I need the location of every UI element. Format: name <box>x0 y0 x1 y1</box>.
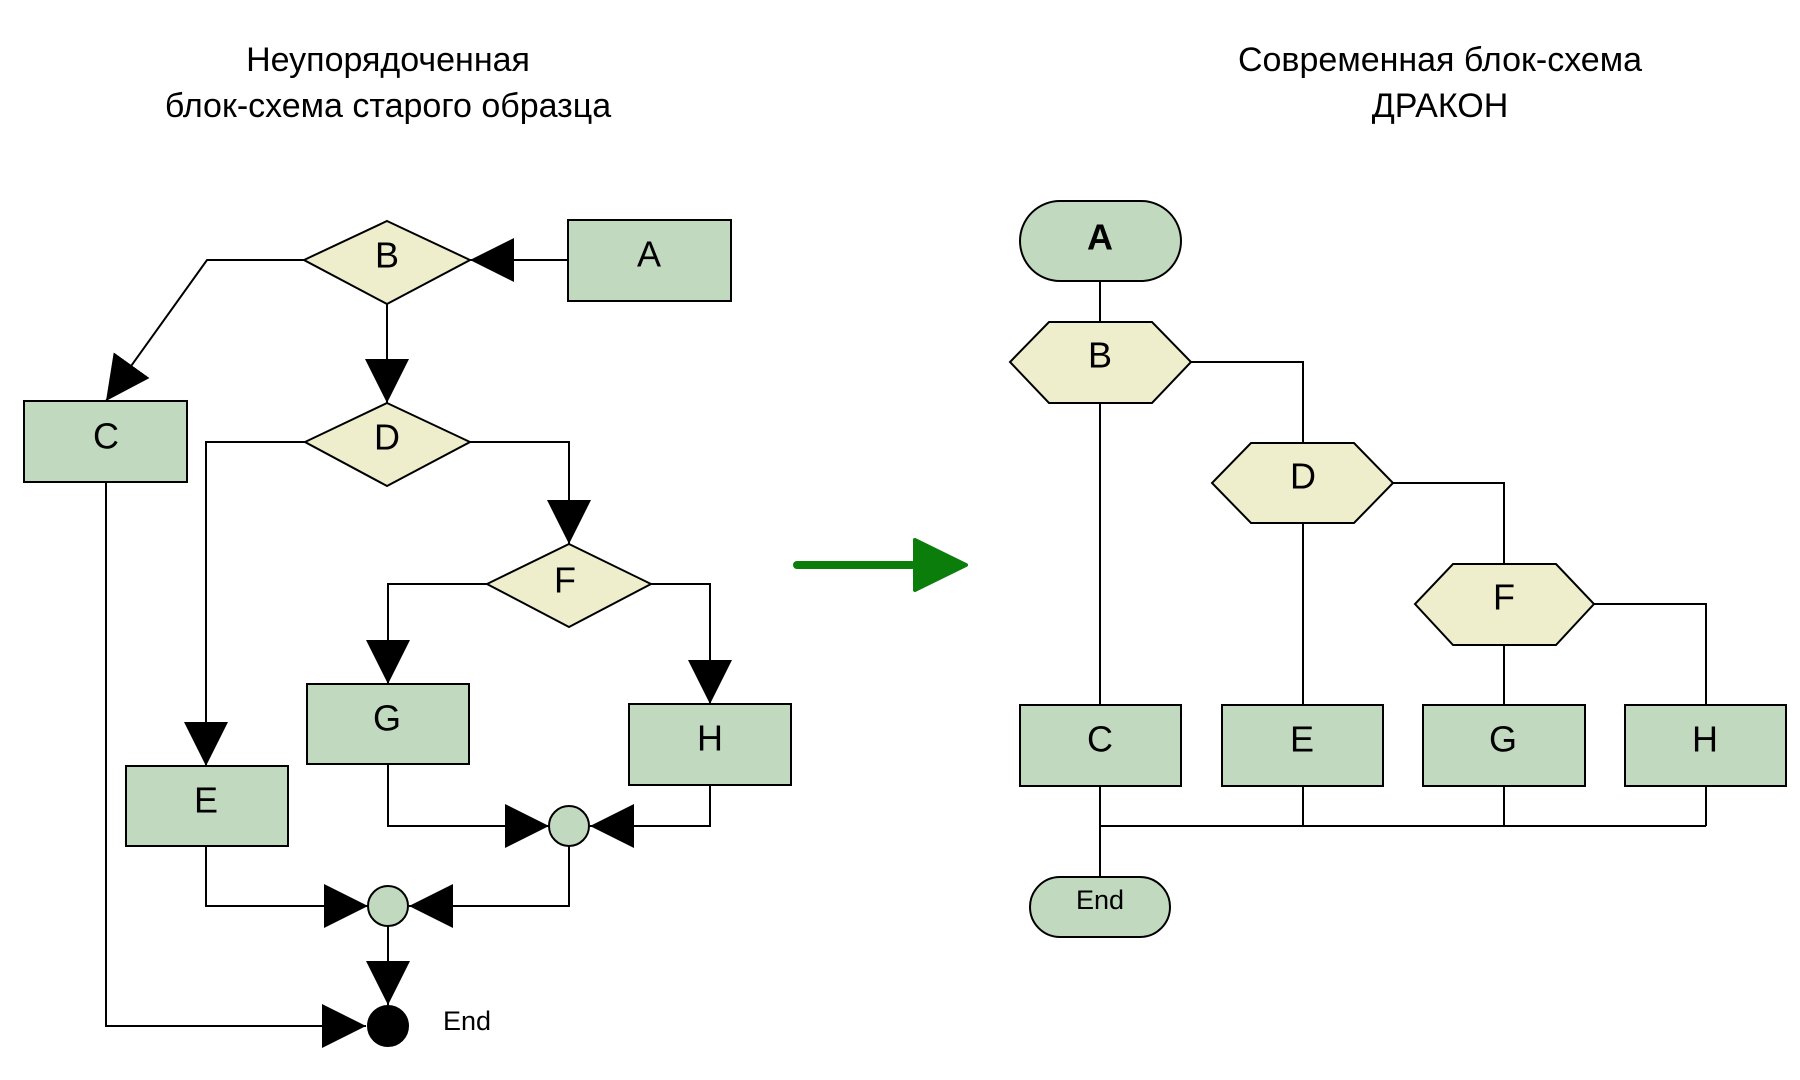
left-node-h: H <box>628 703 792 786</box>
drakon-node-end: End <box>1029 876 1171 938</box>
edge-b-to-c <box>105 259 304 402</box>
left-node-a: A <box>567 219 732 302</box>
drakon-node-d-label: D <box>1290 456 1316 497</box>
left-end-dot <box>367 1005 409 1047</box>
right-flowchart-nodes: A B D F C <box>1008 200 1787 938</box>
edge-e-to-merge-2 <box>205 846 368 928</box>
left-title-line-2: блок-схема старого образца <box>164 87 612 125</box>
drakon-node-e-label: E <box>1290 719 1314 760</box>
left-title-line-1: Неупорядоченная <box>246 41 530 79</box>
edge-g-to-merge-1 <box>387 764 549 848</box>
edge-f-to-g <box>366 583 487 684</box>
drakon-node-e: E <box>1221 704 1384 787</box>
drakon-node-f: F <box>1413 563 1596 646</box>
left-node-c: C <box>23 400 188 483</box>
left-node-c-label: C <box>93 416 119 457</box>
drakon-node-c-label: C <box>1087 719 1113 760</box>
drakon-node-b: B <box>1008 321 1193 404</box>
drakon-node-h: H <box>1624 704 1787 787</box>
left-node-d-label: D <box>374 417 400 458</box>
edge-d-to-f <box>470 441 591 544</box>
left-node-g-label: G <box>373 698 401 739</box>
left-flowchart-nodes: A B C D F <box>23 219 792 1047</box>
left-node-b: B <box>301 219 473 306</box>
left-end-label: End <box>443 1006 491 1036</box>
right-title-line-1: Современная блок-схема <box>1237 41 1643 79</box>
drakon-node-g-label: G <box>1489 719 1517 760</box>
left-node-e-label: E <box>194 780 218 821</box>
left-node-e: E <box>125 765 289 847</box>
drakon-node-a-label: A <box>1087 217 1113 258</box>
left-chart-title: Неупорядоченная блок-схема старого образ… <box>88 37 688 129</box>
transition-arrow <box>793 538 968 592</box>
drakon-node-f-label: F <box>1493 577 1515 618</box>
edge-f-to-h <box>651 583 732 704</box>
left-flowchart <box>105 238 732 1048</box>
edge-d-to-e <box>184 441 305 766</box>
right-chart-title: Современная блок-схема ДРАКОН <box>1140 37 1740 129</box>
drakon-edge-b-to-d <box>1191 361 1304 443</box>
right-title-line-2: ДРАКОН <box>1371 87 1509 125</box>
right-flowchart <box>1099 281 1707 877</box>
drakon-edge-f-to-h <box>1594 603 1707 705</box>
drakon-node-d: D <box>1210 442 1395 524</box>
left-node-a-label: A <box>637 234 661 275</box>
drakon-node-h-label: H <box>1692 719 1718 760</box>
left-node-g: G <box>306 683 470 765</box>
left-node-h-label: H <box>697 718 723 759</box>
left-node-f: F <box>484 542 654 629</box>
left-node-f-label: F <box>554 560 576 601</box>
edge-merge-1-to-merge-2 <box>409 846 570 928</box>
left-merge-circle-2 <box>367 885 409 927</box>
edge-h-to-merge-1 <box>590 785 711 848</box>
drakon-node-c: C <box>1019 704 1182 787</box>
drakon-node-g: G <box>1422 704 1586 787</box>
drakon-node-a: A <box>1019 200 1182 282</box>
drakon-end-label: End <box>1076 885 1124 915</box>
left-node-b-label: B <box>375 235 399 276</box>
left-node-d: D <box>302 401 473 488</box>
edge-c-to-end <box>105 482 366 1048</box>
left-merge-circle-1 <box>548 805 590 847</box>
drakon-edge-d-to-f <box>1393 482 1505 564</box>
drakon-node-b-label: B <box>1088 335 1112 376</box>
